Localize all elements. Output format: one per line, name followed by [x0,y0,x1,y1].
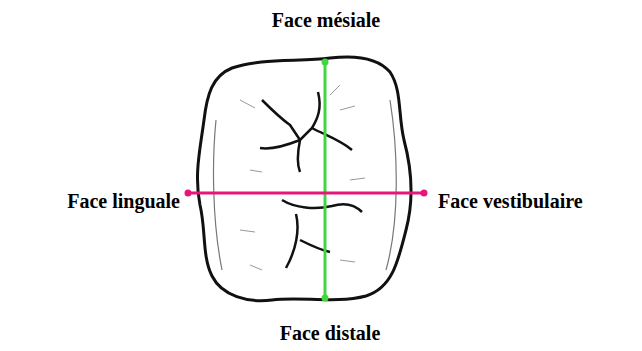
tooth-shading [386,100,396,270]
face-label: Face linguale [67,190,180,212]
tooth-shading [214,120,222,270]
face-label: Face distale [280,322,381,344]
tooth-fissures [260,92,362,268]
face-label: Face mésiale [272,9,380,31]
face-label: Face vestibulaire [438,190,583,212]
axis-dot [322,59,329,66]
axis-dot [421,190,428,197]
linguo-vestibular-axis [188,192,424,195]
axis-dot [185,190,192,197]
axis-dot [322,295,329,302]
tooth-outline [197,57,411,301]
tooth-ridges [240,85,365,270]
mesio-distal-axis [324,62,327,298]
